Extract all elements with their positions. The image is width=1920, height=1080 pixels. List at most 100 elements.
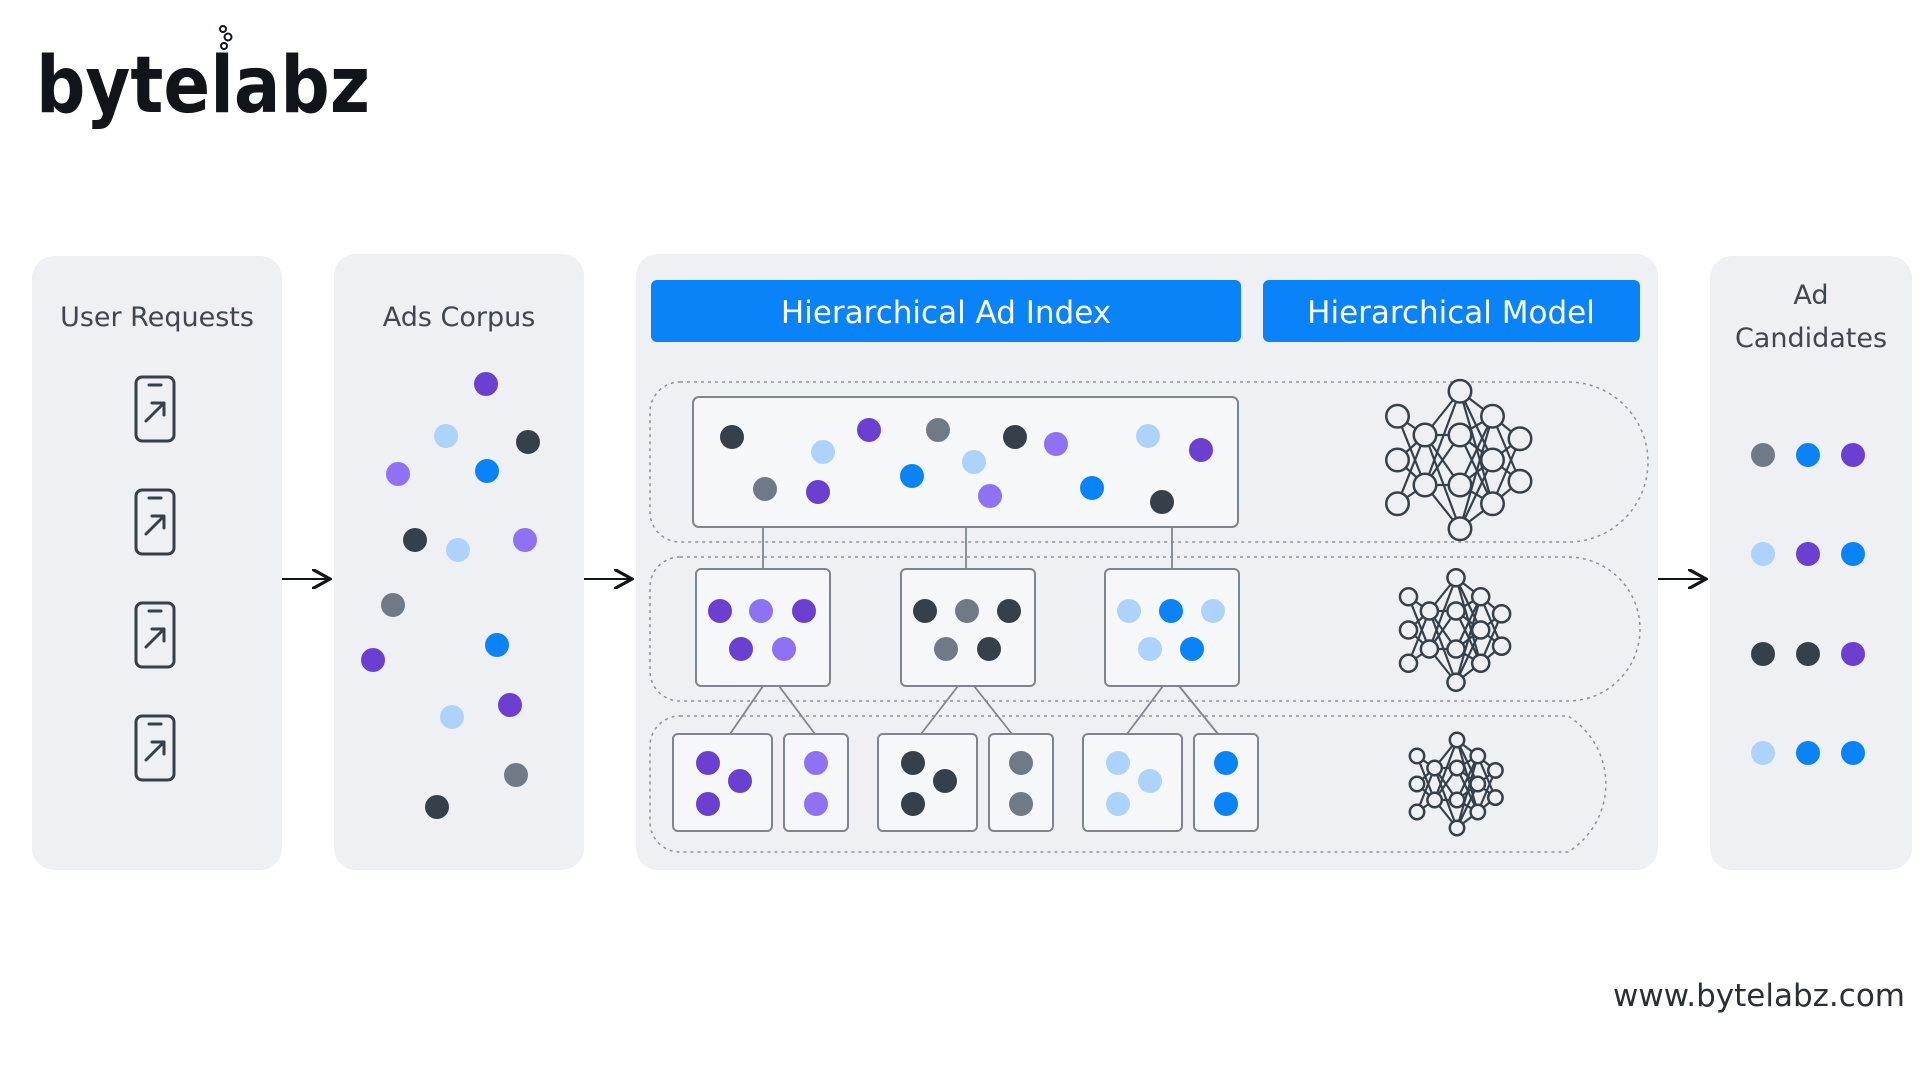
- corpus-dots: [361, 372, 540, 819]
- ad-dot: [1080, 476, 1104, 500]
- ad-dot: [498, 693, 522, 717]
- index-cluster-blue: [1104, 568, 1240, 687]
- ad-dot: [1150, 490, 1174, 514]
- ad-dot: [997, 599, 1021, 623]
- ad-dot: [792, 599, 816, 623]
- ad-dot: [1136, 424, 1160, 448]
- neural-network-icon: [1398, 567, 1512, 693]
- ad-dot: [1044, 432, 1068, 456]
- ads-corpus-title: Ads Corpus: [383, 302, 536, 333]
- ad-dot: [1009, 792, 1033, 816]
- index-cluster-purple: [695, 568, 831, 687]
- ad-dot: [403, 528, 427, 552]
- ad-dot: [811, 440, 835, 464]
- logo: bytelabz: [36, 25, 370, 131]
- ad-dot: [900, 464, 924, 488]
- ad-dot: [1117, 599, 1141, 623]
- ad-dot: [1189, 438, 1213, 462]
- index-cluster-dots: [708, 599, 1225, 661]
- ad-dot: [361, 648, 385, 672]
- ad-dot: [749, 599, 773, 623]
- ad-dot: [933, 769, 957, 793]
- ad-dot: [926, 418, 950, 442]
- candidate-dot: [1751, 741, 1775, 765]
- ads-corpus-panel-bg: [334, 254, 584, 870]
- ad-dot: [1159, 599, 1183, 623]
- ad-dot: [962, 450, 986, 474]
- ad-dot: [381, 593, 405, 617]
- user-requests-panel-bg: [32, 256, 282, 870]
- index-leaf-dark-b: [988, 733, 1054, 832]
- ad-candidates-panel: Ad Candidates: [1710, 256, 1912, 870]
- candidate-dot: [1796, 741, 1820, 765]
- ad-dot: [913, 599, 937, 623]
- ad-dot: [804, 792, 828, 816]
- candidate-dot: [1841, 542, 1865, 566]
- ad-dot: [977, 637, 1001, 661]
- ad-dot: [1009, 751, 1033, 775]
- ad-dot: [1214, 792, 1238, 816]
- footer-url: www.bytelabz.com: [1613, 978, 1905, 1014]
- ad-dot: [1138, 769, 1162, 793]
- phone-arrow-icon: [134, 601, 176, 669]
- index-root-dots: [720, 418, 1213, 514]
- ad-dot: [1138, 637, 1162, 661]
- phone-icons: [134, 375, 176, 782]
- hierarchical-model-label: Hierarchical Model: [1307, 295, 1595, 331]
- candidate-dot: [1751, 642, 1775, 666]
- index-leaf-blue-b: [1193, 733, 1259, 832]
- ad-dot: [729, 637, 753, 661]
- phone-arrow-icon: [134, 488, 176, 556]
- ad-dot: [804, 751, 828, 775]
- ad-dot: [504, 763, 528, 787]
- ad-dot: [708, 599, 732, 623]
- hierarchical-ad-index-label: Hierarchical Ad Index: [781, 295, 1111, 331]
- level-1-row: [649, 381, 1649, 543]
- ad-dot: [728, 769, 752, 793]
- ad-dot: [485, 633, 509, 657]
- ad-dot: [696, 792, 720, 816]
- hierarchy-panel: Hierarchical Ad Index Hierarchical Model: [636, 254, 1658, 870]
- ad-dot: [1106, 751, 1130, 775]
- model-icons: [1385, 378, 1533, 837]
- ad-dot: [516, 430, 540, 454]
- candidate-dot: [1796, 542, 1820, 566]
- ad-dot: [806, 480, 830, 504]
- neural-network-icon: [1408, 731, 1504, 837]
- phone-arrow-icon: [134, 714, 176, 782]
- ad-dot: [1003, 425, 1027, 449]
- ad-dot: [386, 462, 410, 486]
- candidate-dot: [1841, 443, 1865, 467]
- ad-dot: [434, 424, 458, 448]
- candidate-dot: [1796, 642, 1820, 666]
- ads-corpus-panel: Ads Corpus: [334, 254, 584, 870]
- candidate-dots: [1751, 443, 1865, 765]
- user-requests-title: User Requests: [60, 302, 254, 333]
- candidate-dot: [1796, 443, 1820, 467]
- candidate-dot: [1841, 642, 1865, 666]
- index-leaf-purple-b: [783, 733, 849, 832]
- logo-wordmark: bytelabz: [36, 41, 370, 131]
- ad-dot: [772, 637, 796, 661]
- ad-dot: [1201, 599, 1225, 623]
- index-leaf-blue-a: [1082, 733, 1183, 832]
- ad-dot: [425, 795, 449, 819]
- hierarchical-ad-index-header: [651, 280, 1241, 342]
- phone-arrow-icon: [134, 375, 176, 443]
- index-leaf-dark-a: [877, 733, 978, 832]
- index-leaf-dots: [696, 751, 1238, 816]
- ad-candidates-title-line1: Ad: [1793, 280, 1828, 311]
- ad-dot: [1214, 751, 1238, 775]
- test-tube-icon: [219, 25, 233, 50]
- hierarchical-model-header: [1263, 280, 1640, 342]
- ad-dot: [720, 425, 744, 449]
- ad-dot: [753, 477, 777, 501]
- ad-dot: [978, 484, 1002, 508]
- ad-dot: [696, 751, 720, 775]
- level-3-row: [649, 715, 1607, 853]
- candidate-dot: [1841, 741, 1865, 765]
- ad-dot: [901, 751, 925, 775]
- ad-dot: [955, 599, 979, 623]
- ad-dot: [857, 418, 881, 442]
